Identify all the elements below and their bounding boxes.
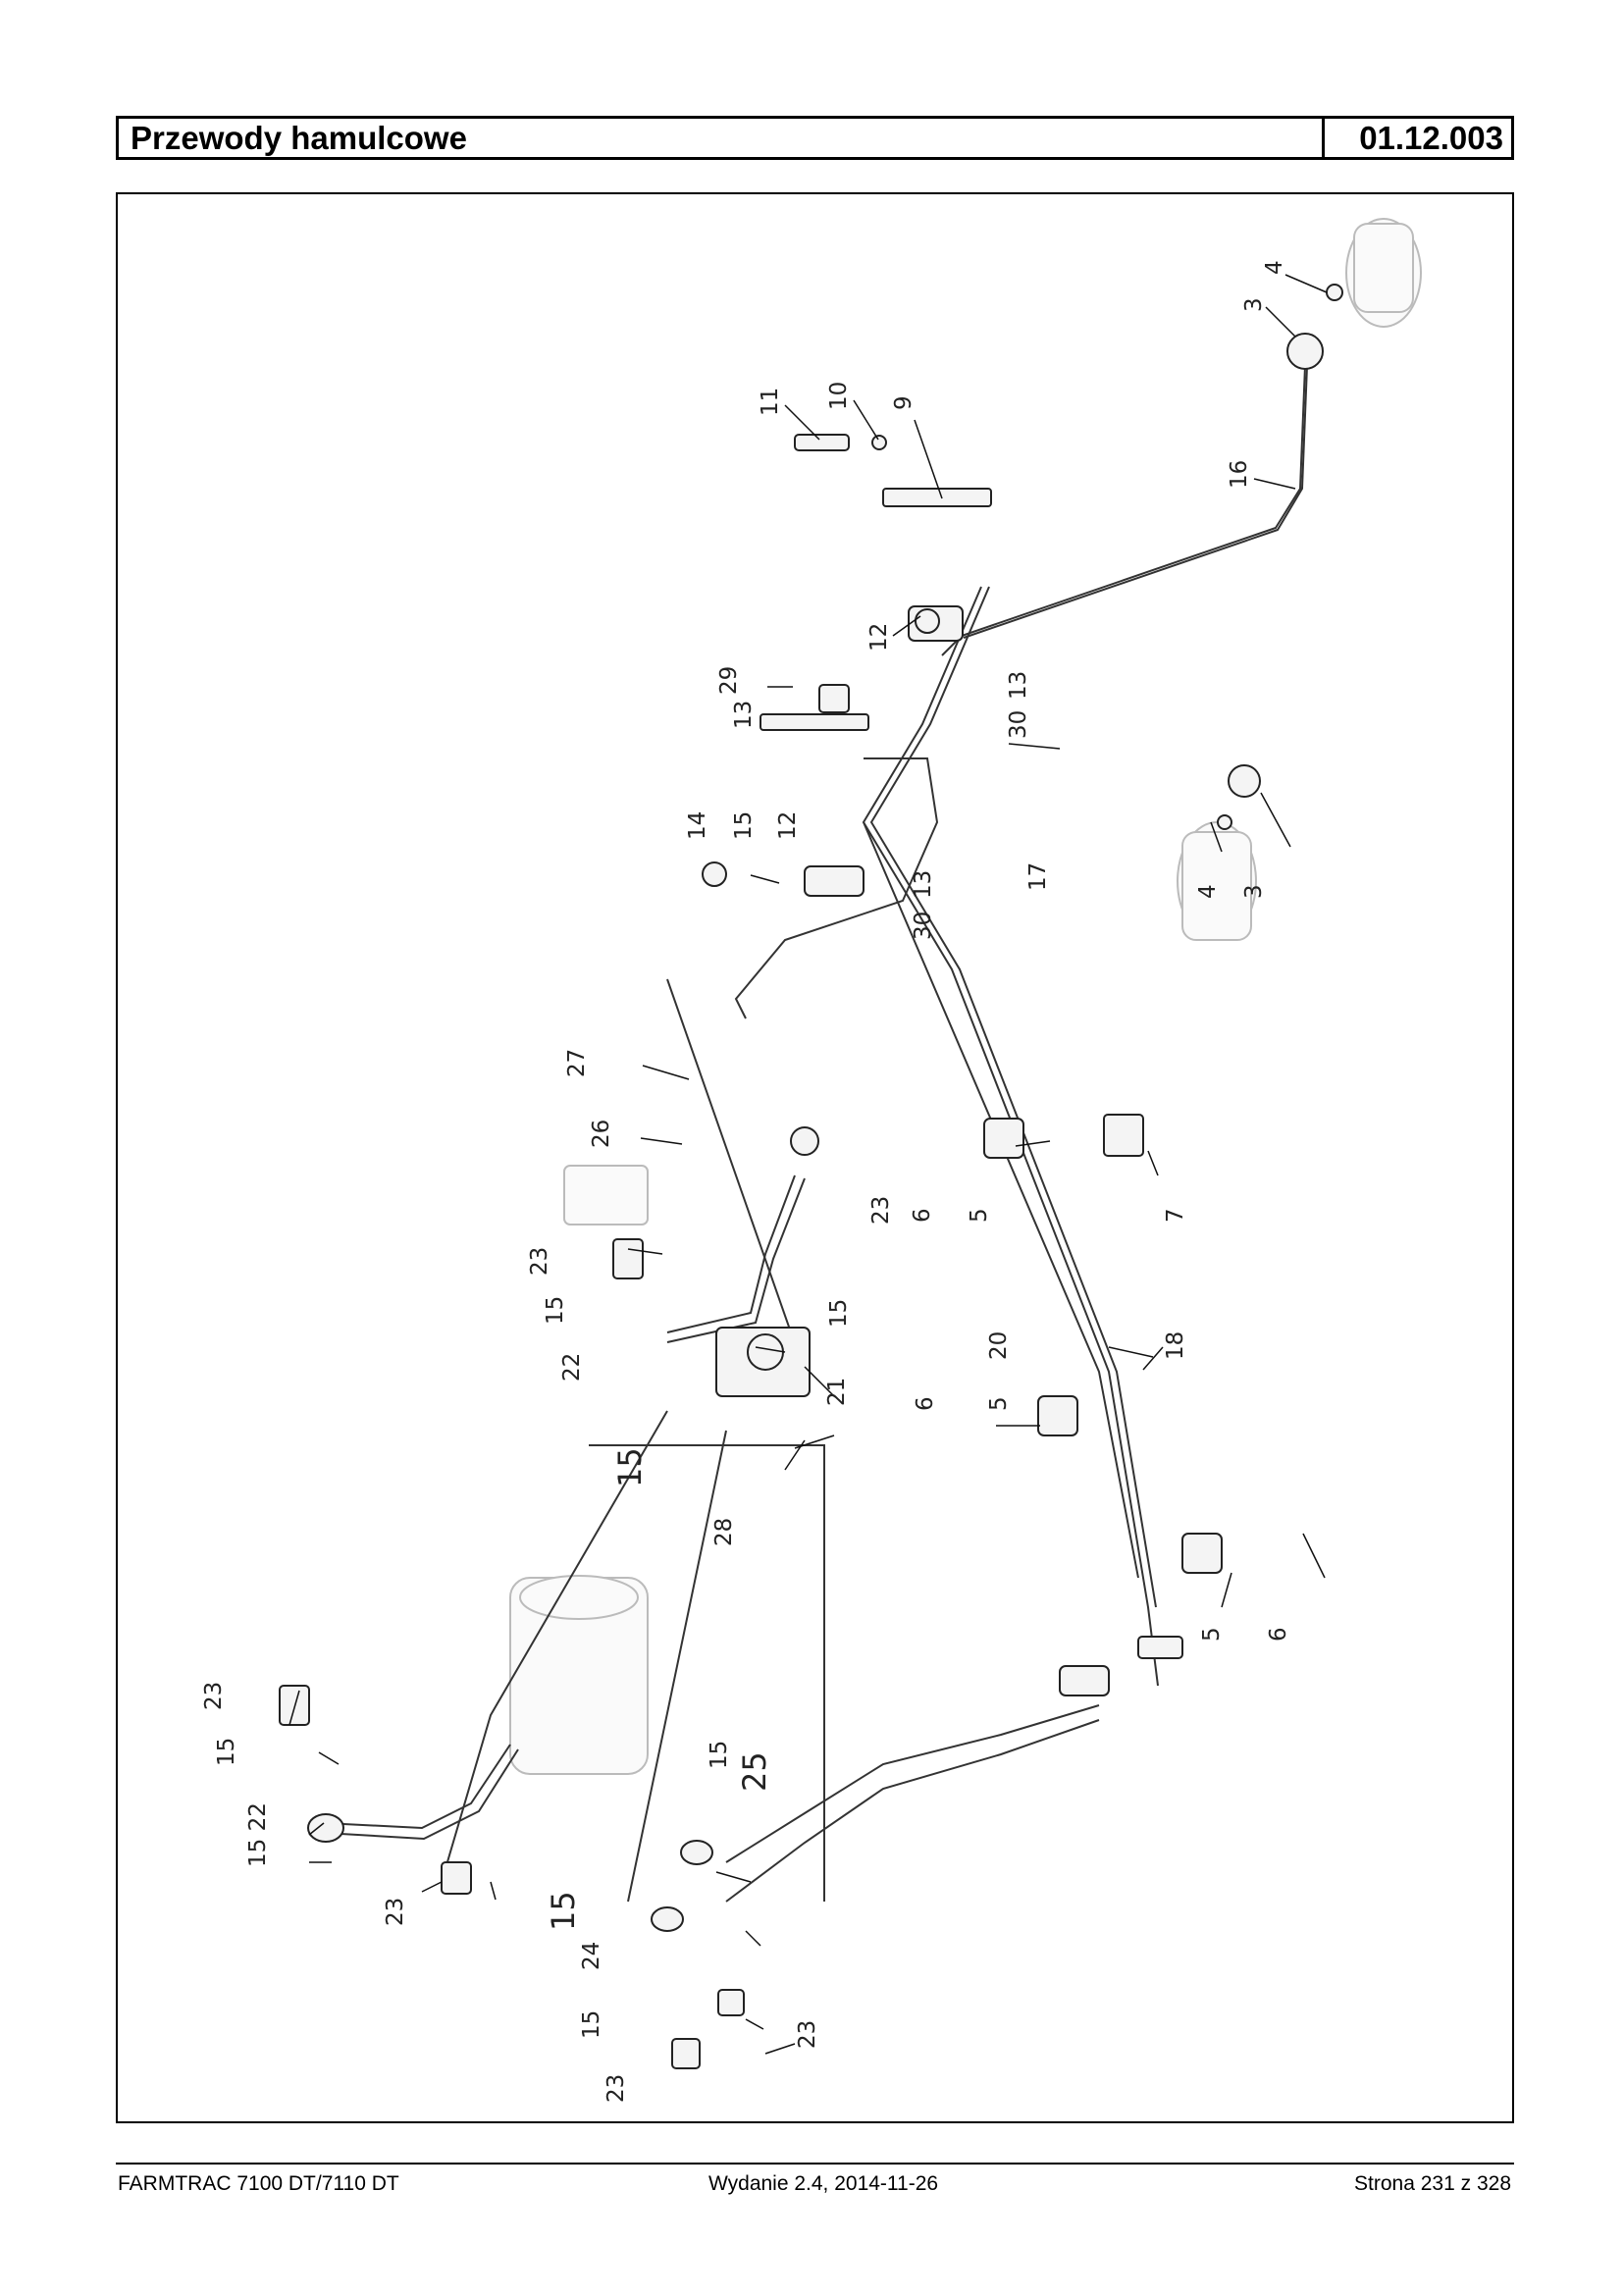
callout-3: 3: [1241, 297, 1267, 312]
footer-edition: Wydanie 2.4, 2014-11-26: [708, 2172, 939, 2195]
footer-divider: [116, 2163, 1514, 2165]
callout-15-22: 15 22: [245, 1802, 271, 1867]
callout-28: 28: [711, 1518, 737, 1546]
callout-12: 12: [866, 623, 892, 652]
pipe-18: [863, 821, 1139, 1579]
page-title: Przewody hamulcowe: [119, 119, 1325, 157]
brake-cylinder-top-ghost: [1345, 218, 1422, 328]
brake-pipes: [323, 365, 1308, 1903]
callout-30: 30: [911, 912, 936, 940]
section-code: 01.12.003: [1359, 120, 1503, 156]
callout-24: 24: [579, 1942, 604, 1970]
callout-15: 15: [545, 1891, 582, 1931]
hose-21: [666, 1174, 796, 1333]
callout-20: 20: [986, 1331, 1012, 1360]
callout-6: 6: [913, 1396, 938, 1411]
callout-23: 23: [868, 1196, 894, 1225]
callout-23: 23: [795, 2020, 820, 2049]
callout-4: 4: [1262, 260, 1287, 275]
callout-30: 30: [1006, 710, 1031, 739]
callout-14: 14: [685, 811, 710, 840]
footer-page-number: Strona 231 z 328: [1354, 2172, 1511, 2195]
callout-15: 15: [579, 2010, 604, 2039]
callout-4: 4: [1195, 884, 1221, 899]
callout-13: 13: [911, 870, 936, 899]
callout-5: 5: [986, 1396, 1012, 1411]
leader-lines: [288, 274, 1328, 2055]
callout-23: 23: [527, 1247, 552, 1276]
hose-lower: [725, 1704, 1100, 1863]
pipe-16: [941, 365, 1306, 656]
parts: [279, 284, 1343, 2069]
brake-lines-diagram: 3 4 16 11 10 9 12 13 30 29 13 14 15 12 1…: [201, 218, 1422, 2103]
callout-15: 15: [214, 1738, 239, 1766]
diagram-frame: 3 4 16 11 10 9 12 13 30 29 13 14 15 12 1…: [116, 192, 1514, 2123]
callout-23: 23: [603, 2074, 629, 2103]
callout-21: 21: [824, 1378, 850, 1406]
callout-17: 17: [1025, 862, 1051, 891]
callout-9: 9: [891, 395, 917, 410]
callout-25: 25: [736, 1751, 773, 1792]
callout-6: 6: [910, 1208, 935, 1223]
callout-6: 6: [1266, 1627, 1291, 1642]
hose-22: [323, 1744, 511, 1830]
callout-23: 23: [383, 1898, 408, 1926]
callout-26: 26: [589, 1120, 614, 1148]
pipe-17: [734, 757, 939, 1019]
callout-7: 7: [1163, 1208, 1188, 1223]
callout-11: 11: [758, 388, 783, 416]
callout-15: 15: [543, 1296, 568, 1325]
callout-3: 3: [1241, 884, 1267, 899]
brake-cylinder-middle-ghost: [1177, 821, 1257, 941]
master-cylinder-ghost: [509, 1575, 649, 1775]
footer-model: FARMTRAC 7100 DT/7110 DT: [118, 2172, 399, 2195]
callout-labels: 3 4 16 11 10 9 12 13 30 29 13 14 15 12 1…: [201, 260, 1291, 2103]
callout-18: 18: [1163, 1331, 1188, 1360]
page-header: Przewody hamulcowe 01.12.003: [116, 116, 1514, 160]
callout-23: 23: [201, 1682, 227, 1710]
callout-15: 15: [707, 1741, 732, 1769]
callout-15: 15: [731, 811, 757, 840]
callout-29: 29: [716, 666, 742, 695]
callout-5: 5: [967, 1208, 992, 1223]
callout-16: 16: [1227, 460, 1252, 489]
callout-12: 12: [775, 811, 801, 840]
callout-15: 15: [611, 1447, 649, 1487]
bracket-ghost: [563, 1165, 649, 1226]
callout-10: 10: [826, 382, 852, 410]
callout-13: 13: [1006, 671, 1031, 700]
callout-5: 5: [1199, 1627, 1225, 1642]
callout-27: 27: [564, 1049, 590, 1077]
callout-13: 13: [731, 701, 757, 729]
callout-22: 22: [559, 1353, 585, 1382]
callout-15: 15: [826, 1299, 852, 1328]
